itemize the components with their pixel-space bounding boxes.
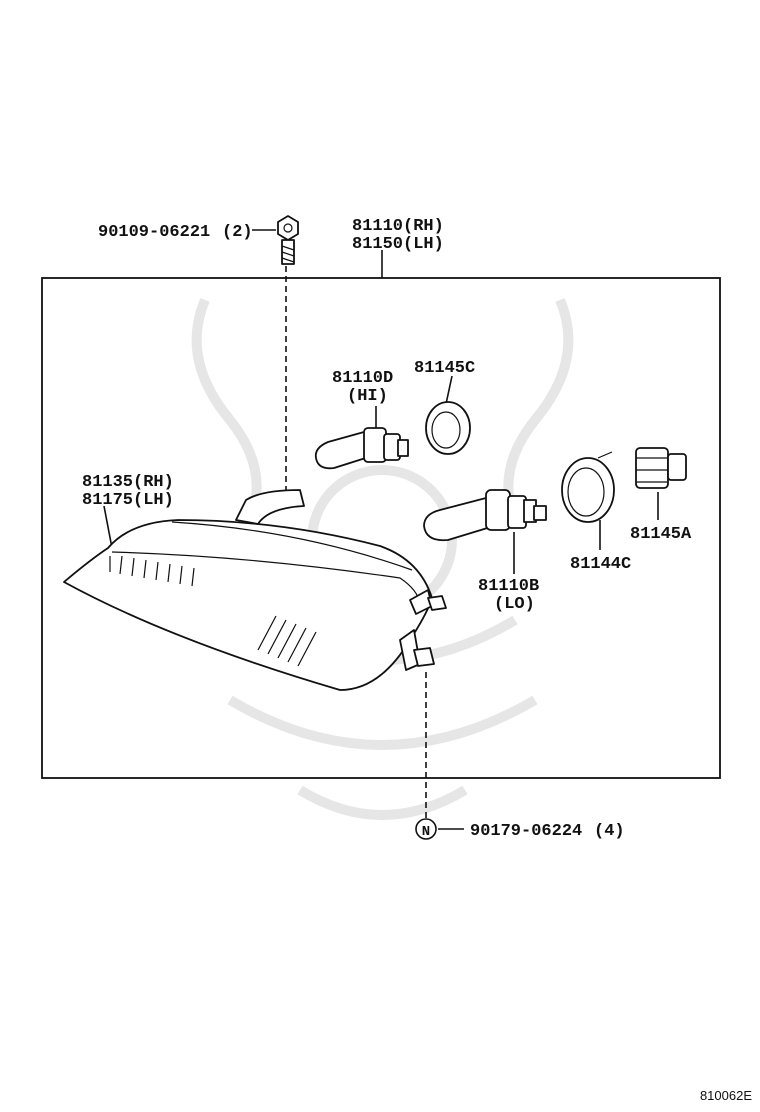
socket-hi-part-number: 81145C (414, 359, 475, 378)
bulb-lo-part-number: 81110B (478, 577, 539, 596)
figure-code: 810062E (700, 1088, 752, 1103)
lens-lh-label: 81175(LH) (82, 491, 174, 510)
assembly-rh-label: 81110(RH) (352, 217, 444, 236)
callout-labels: 90109-06221 (2) 81110(RH) 81150(LH) 8111… (82, 217, 692, 841)
bulb-hi (314, 427, 409, 470)
bulb-hi-tag: (HI) (347, 387, 388, 406)
socket-lo-part-number: 81145A (630, 525, 692, 544)
nut-part-number: 90179-06224 (470, 822, 582, 841)
bulb-hi-part-number: 81110D (332, 369, 393, 388)
bolt (277, 215, 299, 265)
nut-symbol-letter: N (422, 824, 430, 840)
seal-part-number: 81144C (570, 555, 631, 574)
nut-quantity: (4) (594, 822, 625, 841)
assembly-frame (41, 277, 721, 779)
lens-rh-label: 81135(RH) (82, 473, 174, 492)
seal-ring (561, 451, 615, 523)
bulb-lo-tag: (LO) (494, 595, 535, 614)
headlamp-housing (63, 489, 447, 691)
socket-ring-hi (425, 401, 471, 455)
leader-lines (103, 229, 659, 830)
nut-symbol: N (415, 818, 437, 840)
socket-lo (635, 447, 687, 489)
bolt-part-number: 90109-06221 (98, 223, 210, 242)
bulb-lo (423, 489, 547, 542)
bolt-quantity: (2) (222, 223, 253, 242)
assembly-lh-label: 81150(LH) (352, 235, 444, 254)
